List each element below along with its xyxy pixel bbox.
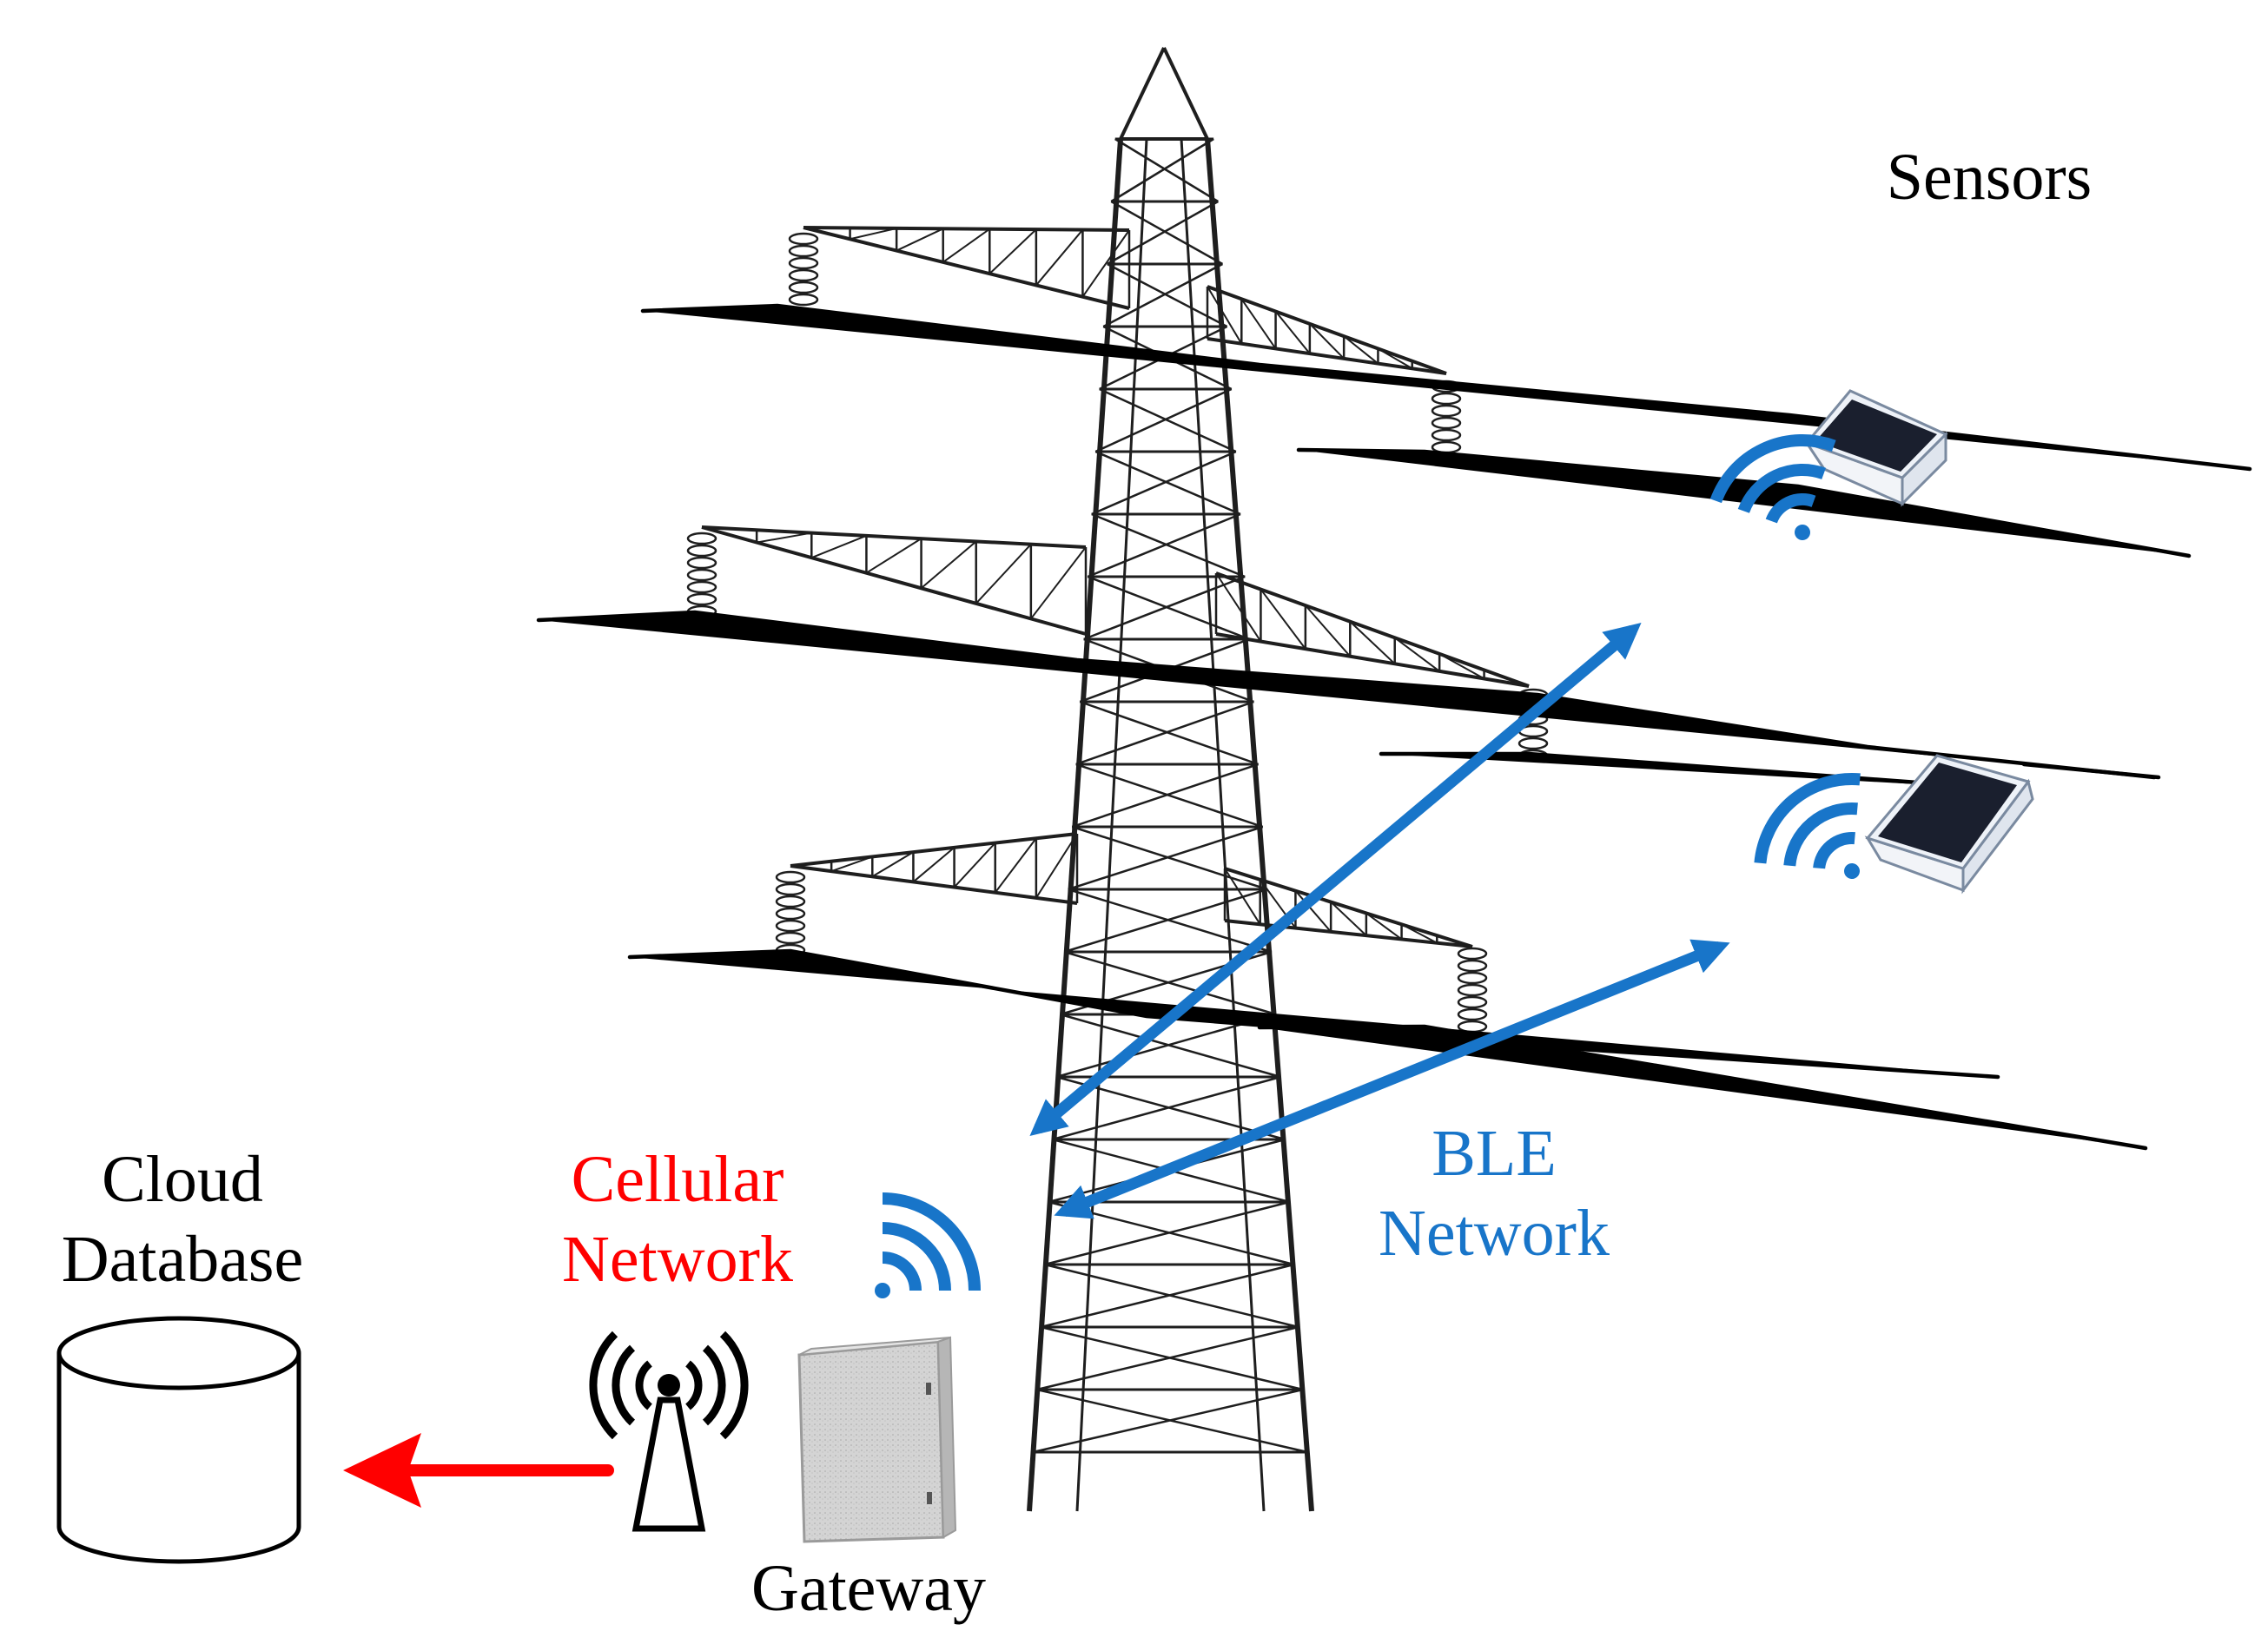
cloud-label-line2: Database: [61, 1223, 304, 1296]
ble-label-line2: Network: [1379, 1197, 1610, 1270]
solar-sensor-icon: [1803, 389, 1948, 507]
wifi-signal-icon: [1754, 773, 1861, 879]
power-lines: [536, 303, 2252, 1151]
cellular-label-line2: Network: [562, 1223, 793, 1296]
database-cylinder-icon: [56, 1316, 301, 1564]
ble-network-label: BLE Network: [1346, 1113, 1642, 1273]
cellular-label-line1: Cellular: [571, 1143, 784, 1216]
cellular-arrow: [343, 1433, 614, 1508]
cellular-network-label: Cellular Network: [521, 1139, 834, 1299]
ble-label-line1: BLE: [1432, 1117, 1557, 1190]
solar-sensor-icon: [1864, 754, 2034, 895]
ble-arrows: [1029, 622, 1730, 1219]
wifi-signal-icon: [1709, 434, 1836, 540]
cloud-label-line1: Cloud: [102, 1143, 263, 1216]
sensors-label: Sensors: [1886, 141, 2093, 214]
gateway-cabinet-icon: [797, 1336, 957, 1543]
cell-tower-icon: [589, 1331, 749, 1532]
gateway-label: Gateway: [750, 1552, 987, 1625]
wifi-signal-icon: [875, 1192, 981, 1298]
cloud-database-label: Cloud Database: [35, 1139, 330, 1299]
